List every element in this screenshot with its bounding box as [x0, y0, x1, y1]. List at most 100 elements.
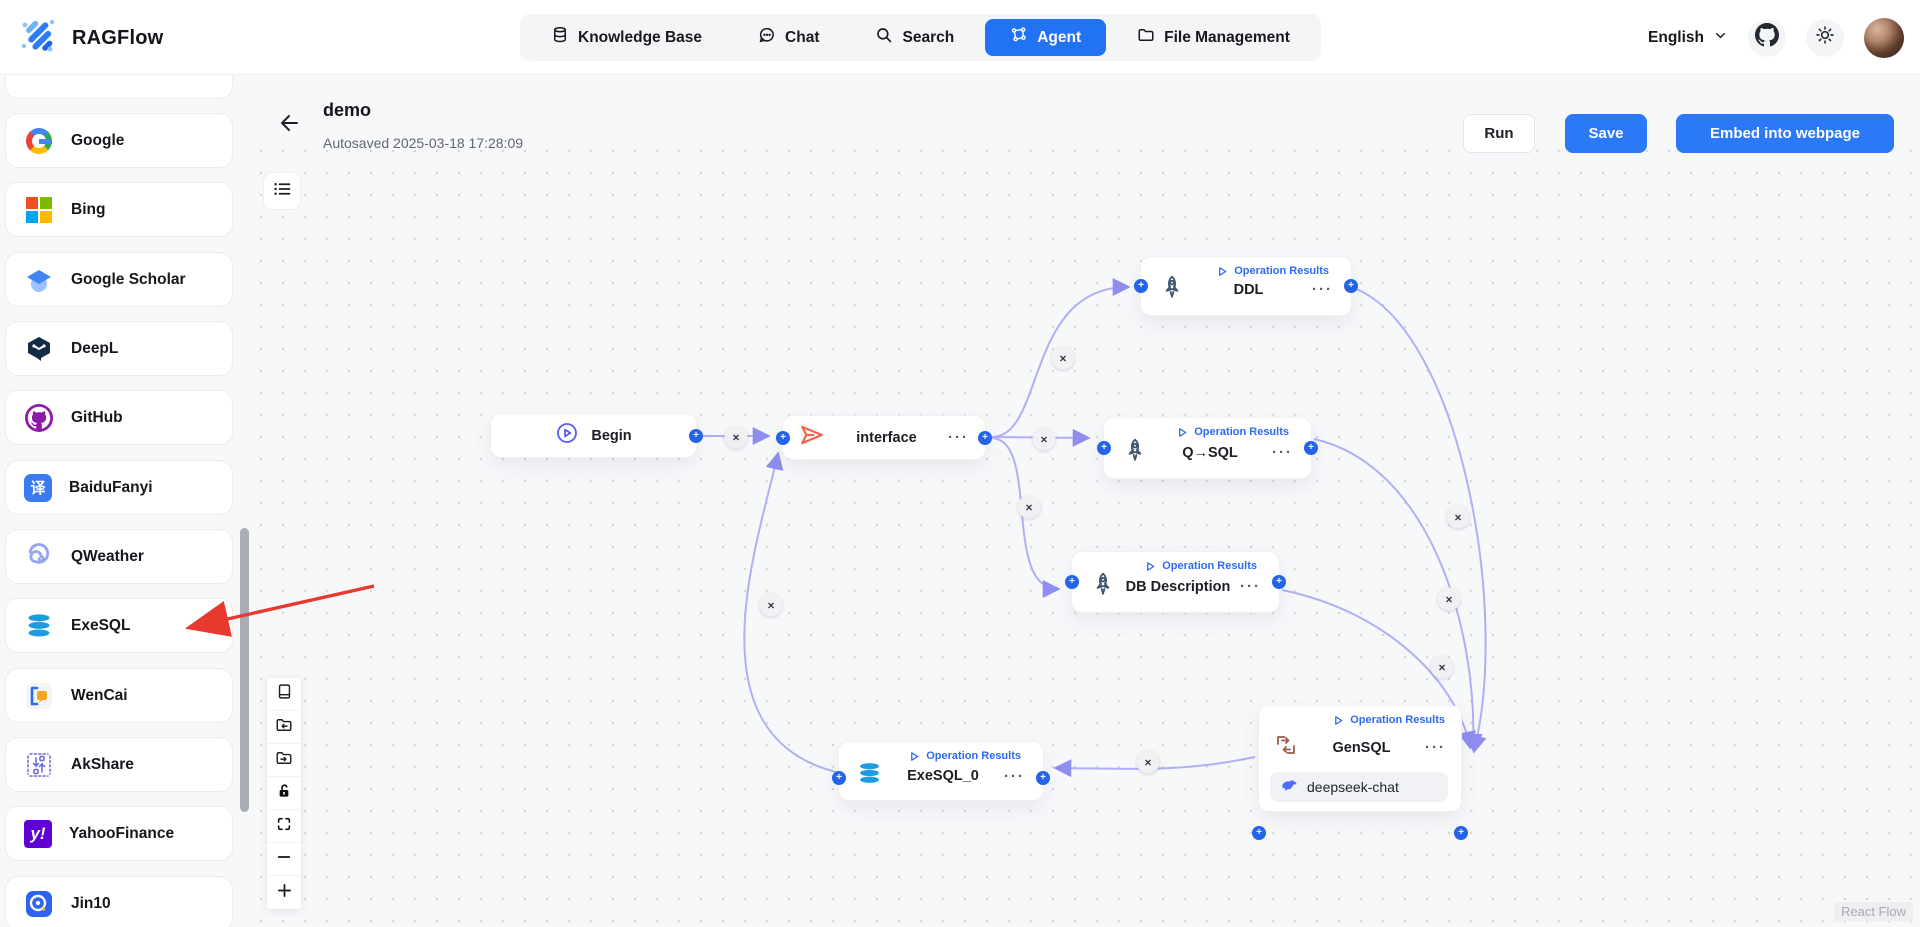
- tab-agent[interactable]: Agent: [985, 19, 1107, 56]
- language-selector[interactable]: English: [1648, 28, 1728, 48]
- node-interface[interactable]: interface ··· + +: [776, 415, 992, 460]
- send-plane-icon: [799, 422, 825, 453]
- canvas-dot-grid: [250, 140, 1920, 927]
- target-handle[interactable]: +: [1454, 826, 1468, 840]
- node-gensql[interactable]: Operation Results GenSQL ···: [1252, 705, 1468, 840]
- github-button[interactable]: [1748, 18, 1786, 57]
- source-handle[interactable]: +: [689, 428, 703, 443]
- book-icon: [276, 683, 293, 705]
- edge-delete-button[interactable]: ×: [1446, 505, 1470, 529]
- source-handle[interactable]: +: [1344, 279, 1358, 293]
- source-handle[interactable]: +: [978, 430, 992, 445]
- knowledge-base-icon: [551, 26, 569, 49]
- source-handle[interactable]: +: [1272, 575, 1286, 589]
- node-list-button[interactable]: [263, 172, 301, 210]
- search-icon: [875, 26, 893, 49]
- tool-card-akshare[interactable]: AkShare: [5, 737, 233, 792]
- tools-sidebar: Google Bing Google Scholar: [0, 44, 250, 927]
- lock-button[interactable]: [267, 777, 301, 810]
- target-handle[interactable]: +: [1036, 770, 1050, 785]
- deepseek-whale-icon: [1280, 777, 1298, 798]
- target-handle[interactable]: +: [1065, 575, 1079, 589]
- edge-delete-button[interactable]: ×: [1136, 750, 1160, 774]
- model-selector[interactable]: deepseek-chat: [1270, 772, 1448, 802]
- zoom-out-button[interactable]: [267, 843, 301, 876]
- edge-delete-button[interactable]: ×: [1430, 655, 1454, 679]
- tool-card-jin10[interactable]: Jin10: [5, 876, 233, 927]
- tool-card-google[interactable]: Google: [5, 113, 233, 168]
- tool-card-github[interactable]: GitHub: [5, 390, 233, 445]
- notes-button[interactable]: [267, 678, 301, 711]
- tab-label: Knowledge Base: [578, 28, 703, 46]
- tool-card-bing[interactable]: Bing: [5, 182, 233, 237]
- plus-icon: [276, 882, 293, 904]
- node-dbdesc[interactable]: Operation Results DB Description ··· + +: [1065, 551, 1286, 613]
- tab-search[interactable]: Search: [850, 19, 979, 56]
- exesql-database-icon: [24, 611, 54, 641]
- yahoofinance-icon: y!: [24, 819, 52, 848]
- run-button[interactable]: Run: [1463, 114, 1535, 153]
- tab-knowledge-base[interactable]: Knowledge Base: [526, 19, 727, 56]
- node-exesql0[interactable]: Operation Results ExeSQL_0 ··· + +: [832, 741, 1050, 801]
- target-handle[interactable]: +: [776, 430, 790, 445]
- back-button[interactable]: [278, 111, 302, 140]
- tool-card-baidufanyi[interactable]: 译 BaiduFanyi: [5, 460, 233, 515]
- node-menu-button[interactable]: ···: [1240, 578, 1261, 595]
- node-menu-button[interactable]: ···: [948, 429, 969, 446]
- tool-card-qweather[interactable]: QWeather: [5, 529, 233, 584]
- react-flow-attribution[interactable]: React Flow: [1833, 902, 1913, 921]
- tool-card-deepl[interactable]: DeepL: [5, 321, 233, 376]
- operation-results-badge[interactable]: Operation Results: [1217, 265, 1329, 277]
- export-button[interactable]: [267, 744, 301, 777]
- sidebar-scrollbar[interactable]: [240, 528, 249, 812]
- node-menu-button[interactable]: ···: [1425, 739, 1446, 756]
- avatar[interactable]: [1864, 17, 1904, 58]
- operation-results-badge[interactable]: Operation Results: [1333, 714, 1445, 726]
- edge-delete-button[interactable]: ×: [1437, 587, 1461, 611]
- tool-card-exesql[interactable]: ExeSQL: [5, 598, 233, 653]
- theme-toggle-button[interactable]: [1806, 18, 1844, 57]
- target-handle[interactable]: +: [1134, 279, 1148, 293]
- source-handle[interactable]: +: [1304, 441, 1318, 455]
- minus-icon: [276, 849, 292, 870]
- tab-chat[interactable]: Chat: [733, 19, 844, 56]
- node-menu-button[interactable]: ···: [1004, 767, 1025, 785]
- fit-view-button[interactable]: [267, 810, 301, 843]
- qweather-icon: [24, 542, 54, 572]
- brand[interactable]: RAGFlow: [16, 13, 163, 64]
- rocket-icon: [1090, 571, 1116, 602]
- tab-label: Chat: [785, 28, 820, 46]
- operation-results-badge[interactable]: Operation Results: [909, 750, 1021, 762]
- akshare-icon: [24, 750, 54, 780]
- edge-delete-button[interactable]: ×: [724, 425, 748, 449]
- import-button[interactable]: [267, 711, 301, 744]
- rocket-icon: [1159, 274, 1185, 305]
- node-qsql[interactable]: Operation Results Q→SQL ··· + +: [1097, 417, 1318, 479]
- node-ddl[interactable]: Operation Results DDL ··· + +: [1134, 256, 1358, 316]
- edge-delete-button[interactable]: ×: [1017, 495, 1041, 519]
- edge-delete-button[interactable]: ×: [759, 593, 783, 617]
- flow-canvas[interactable]: demo Autosaved 2025-03-18 17:28:09 Run S…: [250, 75, 1920, 927]
- tab-file-management[interactable]: File Management: [1112, 19, 1315, 56]
- tool-card-google-scholar[interactable]: Google Scholar: [5, 252, 233, 307]
- save-button[interactable]: Save: [1565, 114, 1647, 153]
- node-menu-button[interactable]: ···: [1312, 281, 1333, 298]
- operation-results-badge[interactable]: Operation Results: [1145, 560, 1257, 572]
- zoom-in-button[interactable]: [267, 876, 301, 909]
- embed-into-webpage-button[interactable]: Embed into webpage: [1676, 114, 1894, 153]
- target-handle[interactable]: +: [1252, 826, 1266, 840]
- flow-title: demo: [323, 100, 372, 120]
- node-begin[interactable]: Begin +: [490, 413, 703, 458]
- file-management-icon: [1137, 26, 1155, 49]
- edge-delete-button[interactable]: ×: [1032, 427, 1056, 451]
- model-name: deepseek-chat: [1307, 779, 1399, 795]
- ragflow-logo-icon: [16, 13, 62, 64]
- target-handle[interactable]: +: [832, 770, 846, 785]
- node-menu-button[interactable]: ···: [1272, 444, 1293, 461]
- operation-results-badge[interactable]: Operation Results: [1177, 426, 1289, 438]
- tool-card-wencai[interactable]: WenCai: [5, 668, 233, 723]
- edge-delete-button[interactable]: ×: [1051, 346, 1075, 370]
- tool-card-yahoofinance[interactable]: y! YahooFinance: [5, 806, 233, 861]
- target-handle[interactable]: +: [1097, 441, 1111, 455]
